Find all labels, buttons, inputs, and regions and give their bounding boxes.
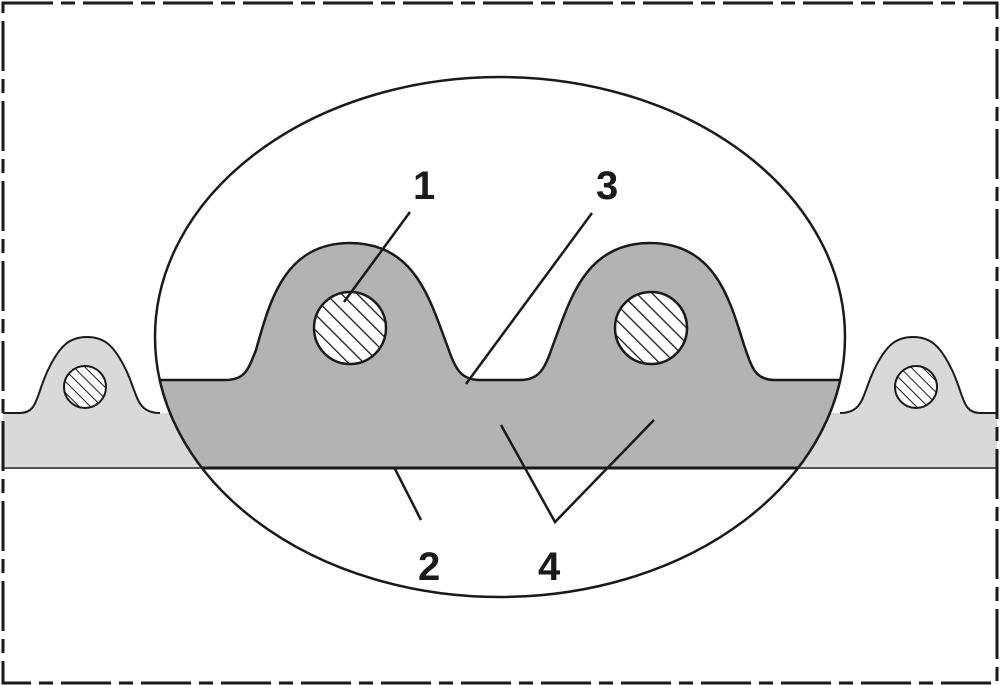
callout-label-4: 4 <box>538 545 561 589</box>
outer-profile-outline <box>3 335 161 414</box>
small-helix-wire-right <box>894 365 938 409</box>
leader-line-3 <box>464 212 594 385</box>
leader-line-4 <box>499 419 655 525</box>
callout-label-2: 2 <box>418 545 440 589</box>
callout-label-1: 1 <box>413 164 435 208</box>
detail-profile-shape <box>155 241 845 470</box>
detail-profile <box>155 241 845 470</box>
callout-label-3: 3 <box>596 164 618 208</box>
leader-line-1 <box>342 211 412 303</box>
leader-lines <box>342 211 655 525</box>
helix-wire-left <box>312 290 388 366</box>
leader-line-2 <box>392 466 423 521</box>
helix-wire-right <box>613 290 689 366</box>
outer-profile-outline-right <box>839 335 997 414</box>
magnifier-ellipse-outline <box>153 75 847 599</box>
small-helix-wire-left <box>63 365 107 409</box>
